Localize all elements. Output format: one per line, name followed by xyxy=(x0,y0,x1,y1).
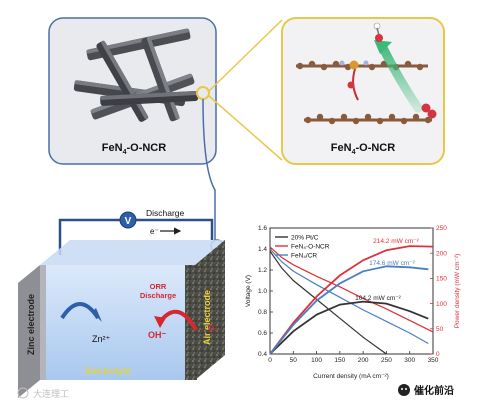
electrolyte-label: Electrolyte xyxy=(85,366,131,376)
voltage-tick-label: 0.4 xyxy=(258,351,267,358)
power-tick-label: 150 xyxy=(436,276,447,283)
power-tick-label: 50 xyxy=(436,326,444,333)
y2-axis-title: Power density (mW cm⁻²) xyxy=(454,254,461,329)
voltage-tick-label: 1.0 xyxy=(258,288,267,295)
watermark-left-text: 大连理工 xyxy=(33,388,69,399)
polarization-chart: 0.4 0.6 0.8 1.0 1.2 1.4 1.6 0 50 100 150 200 250 0 5… xyxy=(245,225,461,380)
ooh-molecule xyxy=(373,22,383,42)
legend-fen4cr: FeN₄/CR xyxy=(291,253,317,260)
voltage-tick-label: 0.8 xyxy=(258,309,267,316)
annotation-peak-fen4o: 214.2 mW cm⁻² xyxy=(373,238,420,245)
power-tick-label: 0 xyxy=(436,351,440,358)
current-tick-label: 250 xyxy=(381,357,392,364)
plot-frame xyxy=(269,227,434,355)
y-axis-title: Voltage (V) xyxy=(245,275,252,307)
current-tick-label: 150 xyxy=(334,357,345,364)
power-curve-5 xyxy=(269,265,429,355)
oxygen-label: O₂ xyxy=(208,324,218,333)
atomic-structure-panel: FeN4-O-NCR xyxy=(281,17,445,165)
voltage-tick-label: 1.6 xyxy=(258,225,267,232)
annotation-peak-pt: 104.2 mW cm⁻² xyxy=(355,295,402,302)
zn-ion-label: Zn²⁺ xyxy=(92,334,111,344)
electrolyte-body xyxy=(40,265,195,380)
discharge-label: Discharge xyxy=(146,208,185,218)
voltmeter xyxy=(119,211,137,229)
legend-pt: 20% Pt/C xyxy=(291,235,319,242)
watermark-right: 催化前沿 xyxy=(398,384,454,397)
voltmeter-label: V xyxy=(125,216,132,227)
series-lines xyxy=(269,245,434,355)
reaction-arrow-head xyxy=(374,40,392,54)
power-ticks: 0 50 100 150 200 250 xyxy=(430,225,447,358)
hydroxide-label: OH⁻ xyxy=(148,330,167,340)
zinc-air-battery: V Discharge e⁻ Zinc electrode Air electr… xyxy=(18,208,225,398)
current-ticks: 0 50 100 150 200 250 300 350 xyxy=(268,351,439,364)
power-curve-3 xyxy=(269,300,429,355)
oxygen-bridge xyxy=(347,68,359,101)
o2-molecule xyxy=(421,103,437,119)
current-tick-label: 50 xyxy=(290,357,298,364)
orr-label: ORR xyxy=(150,282,167,291)
nanorod-cluster xyxy=(73,28,199,122)
voltage-ticks: 0.4 0.6 0.8 1.0 1.2 1.4 1.6 xyxy=(258,225,273,358)
current-tick-label: 200 xyxy=(358,357,369,364)
watermark-left: 大连理工 xyxy=(17,387,69,399)
power-tick-label: 100 xyxy=(436,301,447,308)
annotation-peak-fen4cr: 174.6 mW cm⁻² xyxy=(369,260,416,267)
reaction-arrow xyxy=(377,41,423,113)
voltage-tick-label: 0.6 xyxy=(258,330,267,337)
current-tick-label: 0 xyxy=(268,357,272,364)
voltage-tick-label: 1.4 xyxy=(258,246,267,253)
current-tick-label: 100 xyxy=(311,357,322,364)
current-tick-label: 350 xyxy=(428,357,439,364)
x-axis-title: Current density (mA cm⁻²) xyxy=(313,373,389,380)
structure-label: FeN4-O-NCR xyxy=(331,142,395,156)
current-tick-label: 300 xyxy=(404,357,415,364)
power-curve-4 xyxy=(269,245,434,355)
air-electrode-label: Air electrode xyxy=(202,290,212,345)
voltage-curve-1 xyxy=(269,246,434,333)
zinc-electrode-label: Zinc electrode xyxy=(26,294,36,355)
power-tick-label: 250 xyxy=(436,225,447,232)
watermark-right-text: 催化前沿 xyxy=(414,384,454,397)
voltage-curve-0 xyxy=(269,250,387,355)
electron-label: e⁻ xyxy=(150,227,159,236)
power-tick-label: 200 xyxy=(436,250,447,257)
wechat-icon xyxy=(398,384,410,396)
voltage-curve-2 xyxy=(269,248,429,345)
orr-discharge-label: Discharge xyxy=(140,291,176,300)
voltage-tick-label: 1.2 xyxy=(258,267,267,274)
legend-fen4o: FeN₄-O-NCR xyxy=(291,244,330,251)
chart-legend: 20% Pt/C FeN₄-O-NCR FeN₄/CR xyxy=(275,235,330,260)
zinc-electrode xyxy=(18,265,46,398)
nanorod-label: FeN4-O-NCR xyxy=(102,142,166,156)
lower-carbon-layer xyxy=(304,113,432,125)
nanorod-panel: FeN4-O-NCR xyxy=(48,17,217,165)
